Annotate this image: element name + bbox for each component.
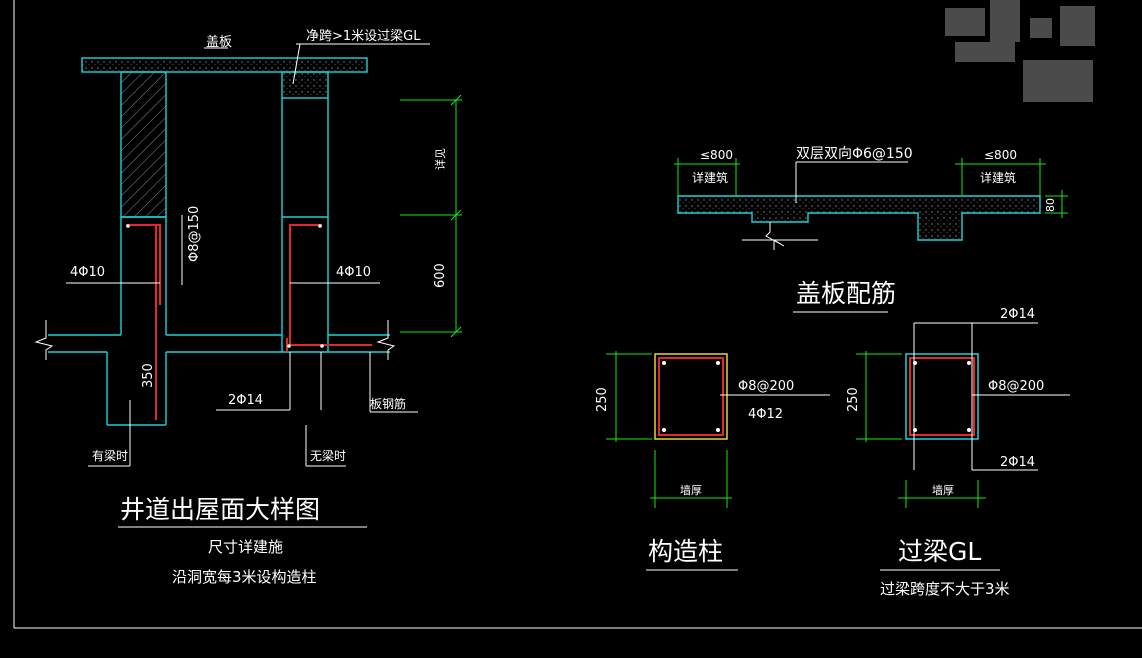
slab-right-dim: ≤800 — [984, 148, 1017, 162]
lintel-top-rebar: 2Φ14 — [1000, 307, 1035, 322]
rebar-left-label: 4Φ10 — [70, 265, 105, 280]
stirrup-label: Φ8@150 — [187, 206, 202, 262]
slab-rebar: 双层双向Φ6@150 — [796, 146, 913, 162]
shaft-note-2: 沿洞宽每3米设构造柱 — [172, 568, 317, 586]
lintel-stirrup: Φ8@200 — [988, 379, 1044, 394]
lintel-detail — [856, 322, 1070, 571]
column-dim-250: 250 — [595, 387, 610, 412]
beam-note: 净跨>1米设过梁GL — [306, 29, 421, 44]
cover-slab — [81, 57, 368, 73]
lintel-dim-250: 250 — [846, 387, 861, 412]
slab-left-ref: 详建筑 — [692, 170, 728, 185]
shaft-note-1: 尺寸详建施 — [208, 538, 283, 556]
slab-right-ref: 详建筑 — [980, 170, 1016, 185]
column-main-rebar: 4Φ12 — [748, 407, 783, 422]
column-stirrup: Φ8@200 — [738, 379, 794, 394]
rebar-right-label: 4Φ10 — [336, 265, 371, 280]
bottom-rebar-label: 2Φ14 — [228, 393, 263, 408]
column-wall-thickness: 墙厚 — [680, 483, 702, 497]
slab-title: 盖板配筋 — [796, 279, 896, 308]
dim-upper: 详见 — [433, 148, 447, 170]
shaft-title: 井道出屋面大样图 — [120, 495, 320, 524]
lintel-bottom-rebar: 2Φ14 — [1000, 455, 1035, 470]
lintel-title: 过梁GL — [898, 537, 981, 566]
slab-rebar-label: 板钢筋 — [370, 396, 406, 411]
lintel-wall-thickness: 墙厚 — [932, 483, 954, 497]
slab-left-dim: ≤800 — [700, 148, 733, 162]
slab-thickness: 80 — [1044, 198, 1057, 212]
lintel-note: 过梁跨度不大于3米 — [880, 580, 1010, 598]
with-beam-label: 有梁时 — [92, 448, 128, 463]
watermark-blur — [935, 0, 1105, 112]
shaft-detail — [34, 43, 462, 528]
column-title: 构造柱 — [648, 537, 723, 566]
drawing-frame — [13, 0, 1142, 629]
column-detail — [606, 351, 830, 571]
without-beam-label: 无梁时 — [310, 448, 346, 463]
dim-350: 350 — [141, 363, 156, 388]
dim-600: 600 — [433, 263, 448, 288]
masonry-wall — [120, 71, 167, 218]
slab-detail — [674, 158, 1068, 313]
lintel-block — [281, 71, 329, 99]
cover-plate-label: 盖板 — [206, 35, 232, 50]
annotations: 盖板 净跨>1米设过梁GL 4Φ10 4Φ10 Φ8@150 350 600 详… — [70, 29, 1057, 598]
